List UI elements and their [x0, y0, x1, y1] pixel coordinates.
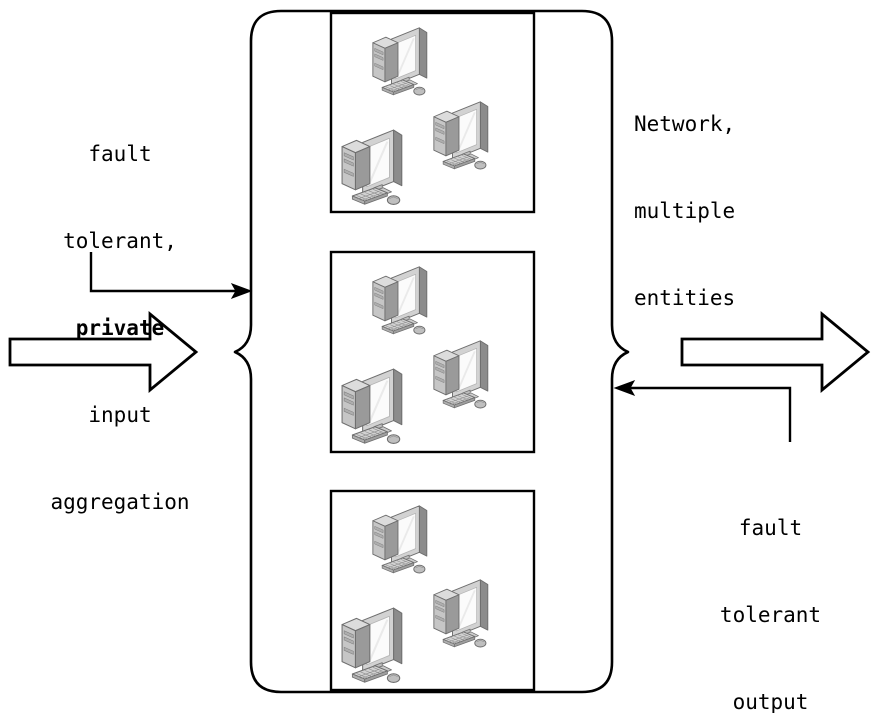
- block-arrow-input: [8, 311, 199, 393]
- input-label-line-5: aggregation: [50, 490, 190, 514]
- input-label-line-4: input: [88, 403, 152, 427]
- input-label-line-2: tolerant,: [63, 229, 177, 253]
- output-callout-arrow-line: [626, 386, 792, 442]
- block-arrow-output: [680, 311, 871, 393]
- input-aggregation-label: fault tolerant, private input aggregatio…: [0, 82, 240, 575]
- output-label-line-1: fault: [738, 516, 803, 540]
- network-label: Network, multiple entities: [634, 52, 864, 371]
- output-aggregation-label: fault tolerant output aggregation: [668, 456, 873, 713]
- network-label-line-1: Network,: [634, 112, 736, 136]
- network-label-line-3: entities: [634, 286, 736, 310]
- output-callout-arrowhead: [613, 380, 636, 396]
- network-label-line-2: multiple: [634, 199, 736, 223]
- output-label-line-3: output: [732, 690, 809, 713]
- output-label-line-2: tolerant: [719, 603, 822, 627]
- input-callout-arrowhead: [230, 283, 253, 299]
- input-label-line-1: fault: [88, 142, 152, 166]
- input-label-line-3-private: private: [75, 316, 165, 340]
- input-callout-arrow-line: [89, 252, 240, 293]
